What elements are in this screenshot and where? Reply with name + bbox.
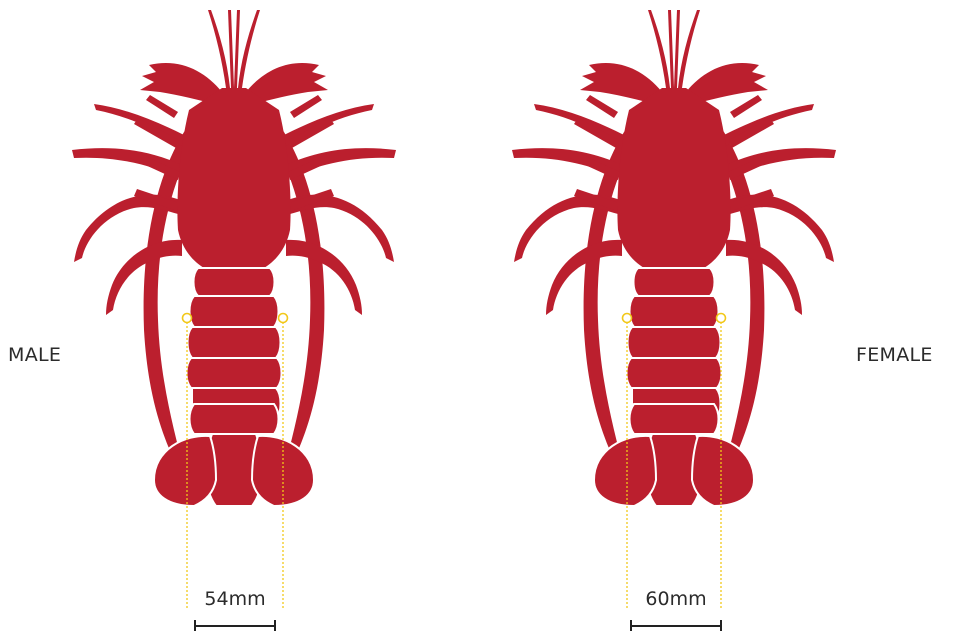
- female-lobster: [512, 10, 836, 506]
- female-measurement-label: 60mm: [645, 588, 706, 610]
- male-label: MALE: [8, 344, 61, 366]
- male-lobster: [72, 10, 396, 506]
- female-label: FEMALE: [856, 344, 933, 366]
- male-right-marker: [279, 314, 288, 323]
- female-scale-bar: [631, 620, 721, 631]
- male-measurement-label: 54mm: [204, 588, 265, 610]
- male-scale-bar: [195, 620, 275, 631]
